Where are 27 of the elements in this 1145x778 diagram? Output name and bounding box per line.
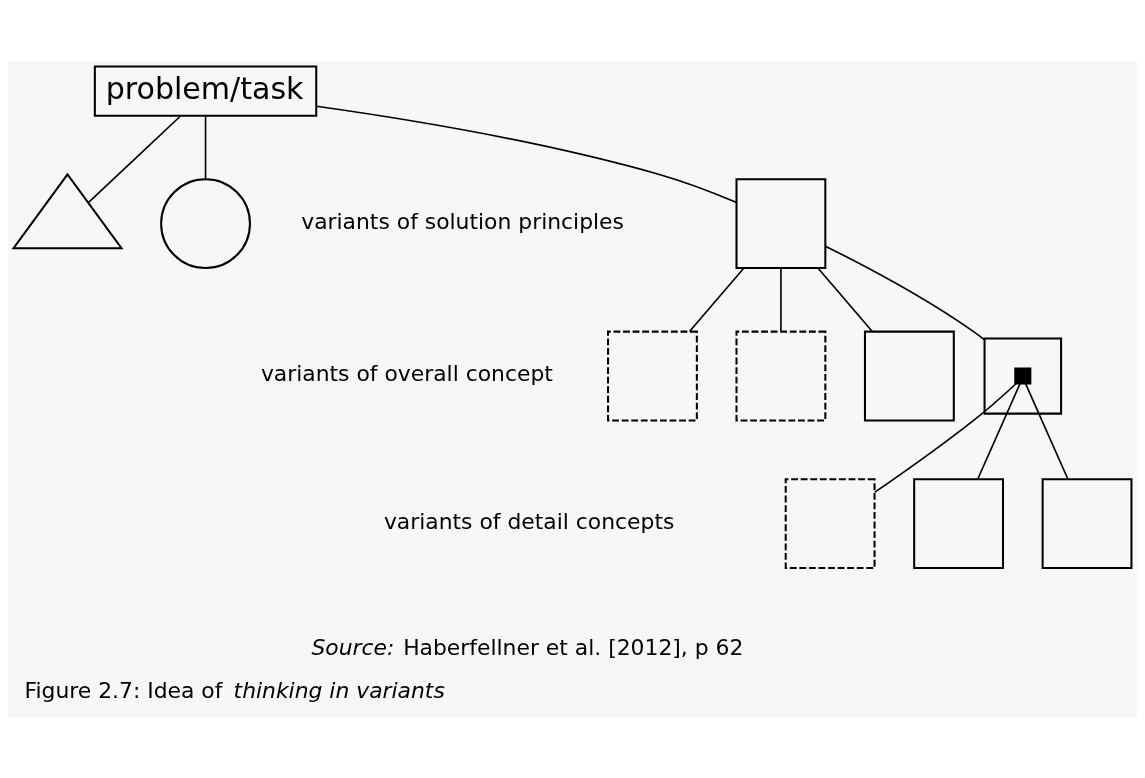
connector (824, 245, 986, 341)
caption: Figure 2.7: Idea of thinking in variants (24, 677, 445, 703)
connector (688, 267, 745, 333)
node-circle (160, 178, 251, 270)
connector (1024, 382, 1069, 480)
label: variants of solution principles (301, 208, 624, 234)
connector (87, 115, 182, 204)
node-box: problem/task (93, 65, 318, 117)
connector (204, 115, 207, 180)
cluster (983, 337, 1063, 415)
node-box (735, 330, 827, 422)
connector (817, 267, 874, 333)
node-box (735, 178, 827, 270)
node-box (784, 478, 876, 570)
connector (874, 382, 1017, 493)
connector (976, 382, 1021, 480)
node-box (863, 330, 955, 422)
connector (315, 105, 737, 203)
node-box (913, 478, 1005, 570)
connector (780, 267, 782, 333)
label: variants of detail concepts (383, 508, 675, 534)
label: Source: Haberfellner et al. [2012], p 62 (311, 635, 744, 661)
label: variants of overall concept (260, 361, 553, 387)
node-triangle (11, 172, 124, 250)
node-box (607, 330, 698, 422)
node-box (1041, 478, 1133, 570)
node-box (1014, 367, 1032, 385)
